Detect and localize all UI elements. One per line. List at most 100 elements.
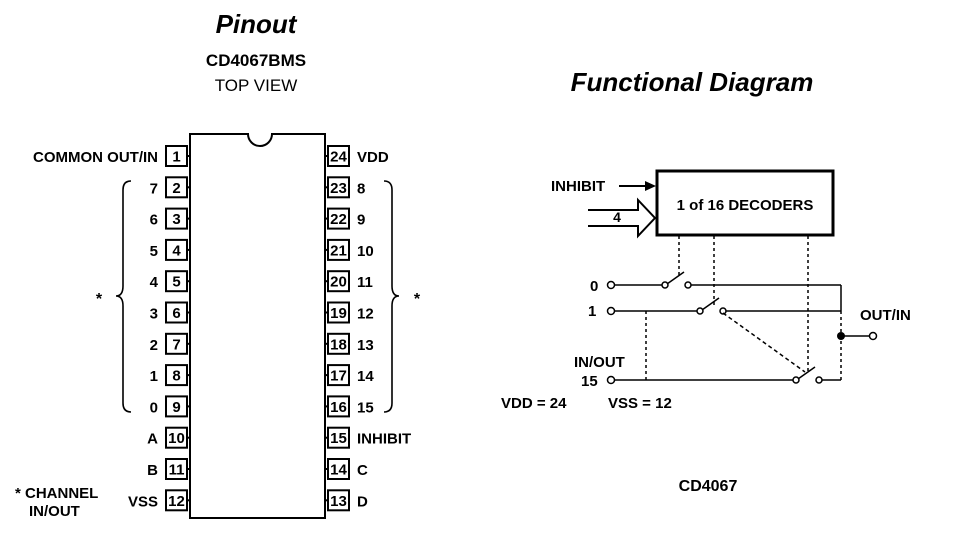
pin-label: 0 [150, 399, 158, 416]
functional-part-label: CD4067 [679, 478, 738, 495]
pin-number: 9 [172, 399, 180, 416]
pin-box [327, 301, 350, 324]
pin-number: 14 [330, 462, 347, 479]
pin-box [327, 458, 350, 480]
pinout-title: Pinout [216, 9, 298, 39]
switch-1-contact-in [696, 307, 704, 315]
left-pin-2: 27 [150, 176, 190, 199]
inout-label: IN/OUT [574, 354, 625, 371]
decoder-label: 1 of 16 DECODERS [677, 197, 814, 214]
pin-number: 18 [330, 336, 347, 353]
pin-label: 15 [357, 399, 374, 416]
pin-box [327, 332, 350, 355]
switch-0-contact-out [684, 281, 692, 289]
input-1-terminal [606, 306, 616, 316]
left-pin-5: 54 [150, 270, 190, 293]
pin-label: 13 [357, 337, 374, 354]
pin-box [327, 395, 350, 418]
outin-label: OUT/IN [860, 307, 911, 324]
footnote-line2: IN/OUT [29, 503, 80, 520]
switch-15-contact-in [792, 376, 800, 384]
pin-label: 12 [357, 306, 374, 323]
pin-label: 2 [150, 337, 158, 354]
pin-number: 16 [330, 399, 347, 416]
pin-label: 7 [150, 180, 158, 197]
pin-label: 5 [150, 243, 158, 260]
pin-box [327, 207, 350, 230]
switch-15-blade [797, 366, 816, 380]
pin-label: 3 [150, 306, 158, 323]
pin-box [327, 145, 350, 167]
pin-label: INHIBIT [357, 431, 411, 448]
pin-label: 8 [357, 180, 365, 197]
right-asterisk: * [414, 291, 421, 308]
ic-package-body [189, 133, 326, 519]
switch-0-contact-in [661, 281, 669, 289]
vss-label: VSS = 12 [608, 395, 672, 412]
pin-label: 6 [150, 212, 158, 229]
view-label: TOP VIEW [215, 76, 298, 95]
pin-number: 2 [172, 180, 180, 197]
pin-label: VSS [128, 493, 158, 510]
right-channel-brace [383, 180, 400, 413]
input-15-terminal [606, 375, 616, 385]
pin-label: 4 [150, 274, 159, 291]
pin-label: 9 [357, 212, 365, 229]
pin-box [327, 426, 350, 449]
pin-number: 3 [172, 211, 180, 228]
left-pin-11: 11 B [147, 458, 190, 480]
left-channel-brace [115, 180, 132, 413]
pin-number: 24 [330, 149, 347, 166]
pin-number: 7 [172, 336, 180, 353]
pin-number: 11 [169, 462, 185, 479]
pin-number: 15 [330, 430, 347, 447]
footnote-line1: * CHANNEL [15, 485, 98, 502]
right-pin-15: 15 INHIBIT [325, 426, 411, 449]
pin-label: VDD [357, 149, 389, 166]
left-pin-7: 72 [150, 332, 190, 355]
pin-box [327, 238, 350, 261]
pin-label: 11 [357, 274, 373, 291]
decoder-block [655, 169, 835, 237]
pin-label: 1 [150, 368, 158, 385]
pin-number: 5 [172, 274, 180, 291]
pin-number: 13 [330, 493, 347, 510]
pin-label: C [357, 462, 368, 479]
right-pin-24: 24 VDD [325, 145, 389, 167]
pin-number: 19 [330, 305, 347, 322]
left-pin-10: 10A [147, 426, 190, 449]
left-pin-9: 90 [150, 395, 190, 418]
left-asterisk: * [96, 291, 103, 308]
left-pin-4: 45 [150, 238, 190, 261]
pin-label: 10 [357, 243, 374, 260]
pin-label: B [147, 462, 158, 479]
switch-gang-line [722, 312, 806, 373]
switch-0-blade [666, 271, 685, 285]
pin-label: COMMON OUT/IN [33, 149, 158, 166]
inhibit-label: INHIBIT [551, 178, 605, 195]
pin-box [327, 364, 350, 387]
pin-label: 14 [357, 368, 374, 385]
pin-box [327, 270, 350, 293]
pin-number: 8 [172, 368, 180, 385]
switch-15-contact-out [815, 376, 823, 384]
left-pin-8: 81 [150, 364, 190, 387]
input-0-terminal [606, 280, 616, 290]
pin-number: 10 [168, 430, 185, 447]
vdd-label: VDD = 24 [501, 395, 567, 412]
pin-box [327, 176, 350, 199]
pin-number: 12 [168, 493, 185, 510]
bus-arrow [588, 197, 657, 239]
right-pin-14: 14 C [325, 458, 368, 480]
pin-number: 6 [172, 305, 180, 322]
